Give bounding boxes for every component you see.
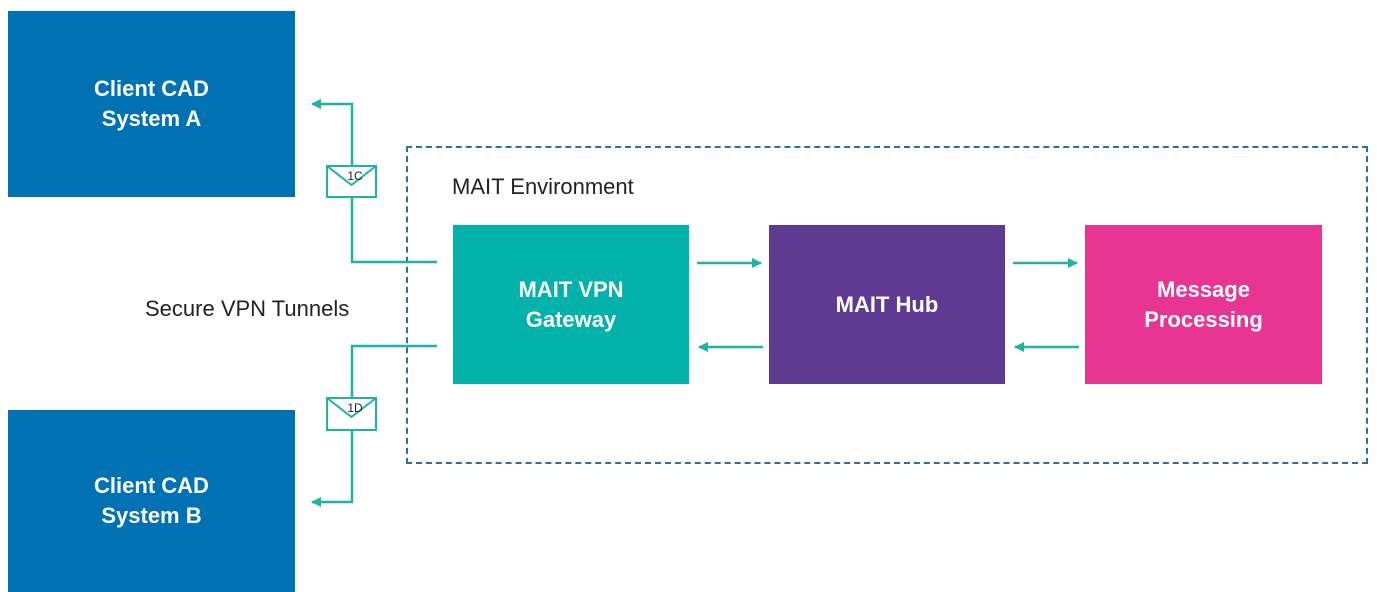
message-processing-label: Message Processing	[1144, 276, 1263, 332]
client-cad-system-b: Client CAD System B	[8, 410, 295, 592]
client-cad-system-a: Client CAD System A	[8, 11, 295, 197]
mait-environment-boundary	[406, 146, 1368, 464]
mait-hub: MAIT Hub	[769, 225, 1005, 384]
envelope-icon: 1D	[326, 397, 377, 431]
client-b-label: Client CAD System B	[94, 473, 209, 528]
message-id-1d: 1D	[347, 401, 363, 415]
message-processing: Message Processing	[1085, 225, 1322, 384]
vpn-tunnels-label: Secure VPN Tunnels	[145, 296, 350, 321]
hub-label: MAIT Hub	[835, 291, 939, 317]
vpn-gateway-label: MAIT VPN Gateway	[518, 276, 624, 332]
mait-vpn-gateway: MAIT VPN Gateway	[453, 225, 689, 384]
client-a-label: Client CAD System A	[94, 76, 209, 131]
message-id-1c: 1C	[347, 169, 363, 183]
environment-label: MAIT Environment	[452, 174, 634, 199]
envelope-icon: 1C	[326, 165, 377, 198]
